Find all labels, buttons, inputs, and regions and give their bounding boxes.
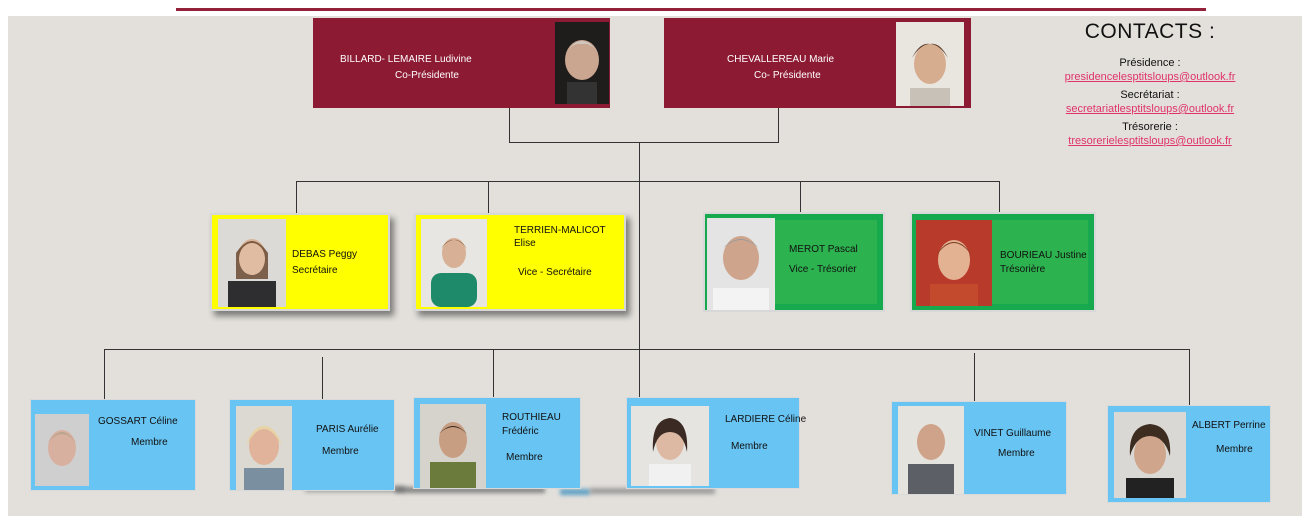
member-card: PARIS Aurélie Membre	[229, 399, 395, 491]
connector	[639, 142, 640, 406]
person-first-name: Elise	[514, 238, 536, 249]
shadow	[590, 488, 715, 494]
contact-label: Trésorerie :	[1122, 121, 1178, 133]
person-photo	[916, 220, 992, 306]
person-name: ALBERT Perrine	[1192, 420, 1266, 431]
officer-card: TERRIEN-MALICOT Elise Vice - Secrétaire	[414, 213, 626, 311]
person-role: Membre	[998, 448, 1035, 459]
person-role: Membre	[506, 452, 543, 463]
connector	[800, 181, 801, 213]
officer-card: DEBAS Peggy Secrétaire	[210, 213, 390, 311]
officer-card: MEROT Pascal Vice - Trésorier	[703, 212, 885, 312]
contact-label: Secrétariat :	[1120, 89, 1180, 101]
person-name: TERRIEN-MALICOT	[514, 225, 606, 236]
top-accent-bar	[176, 8, 1206, 11]
person-name: GOSSART Céline	[98, 416, 178, 427]
person-name: LARDIERE Céline	[725, 414, 807, 425]
person-name: BILLARD- LEMAIRE Ludivine	[340, 54, 472, 65]
person-name: BOURIEAU Justine	[1000, 250, 1087, 261]
connector	[778, 108, 779, 142]
contact-email-link[interactable]: secretariatlesptitsloups@outlook.fr	[1065, 103, 1235, 115]
person-photo	[236, 406, 292, 490]
person-role: Vice - Trésorier	[789, 264, 857, 275]
member-card: ROUTHIEAU Frédéric Membre	[413, 397, 581, 489]
person-role: Membre	[731, 441, 768, 452]
person-name: VINET Guillaume	[974, 428, 1052, 439]
connector	[104, 349, 1190, 350]
contact-label: Présidence :	[1119, 57, 1181, 69]
person-role: Membre	[322, 446, 359, 457]
person-name: PARIS Aurélie	[316, 424, 379, 435]
connector	[296, 181, 1000, 182]
person-photo	[555, 22, 609, 104]
person-role: Trésorière	[1000, 264, 1046, 275]
person-photo	[898, 406, 964, 494]
member-card: VINET Guillaume Membre	[891, 401, 1067, 495]
person-photo	[421, 219, 487, 307]
person-role: Co- Présidente	[754, 70, 821, 81]
person-role: Co-Présidente	[395, 70, 459, 81]
person-photo	[218, 219, 286, 307]
connector	[488, 181, 489, 213]
connector	[493, 349, 494, 397]
person-photo	[631, 406, 709, 486]
person-name: MEROT Pascal	[789, 244, 858, 255]
person-photo	[420, 404, 486, 488]
member-card: LARDIERE Céline Membre	[626, 397, 806, 489]
person-role: Secrétaire	[292, 265, 338, 276]
shadow	[560, 489, 590, 495]
person-photo	[35, 414, 89, 486]
member-card: ALBERT Perrine Membre	[1107, 405, 1271, 503]
member-card: GOSSART Céline Membre	[30, 399, 196, 491]
person-first-name: Frédéric	[502, 426, 539, 437]
connector	[322, 357, 323, 399]
person-photo	[896, 22, 964, 106]
connector	[296, 181, 297, 213]
officer-card: BOURIEAU Justine Trésorière	[910, 212, 1096, 312]
contacts-panel: CONTACTS : Présidence : presidencelespti…	[1040, 20, 1260, 152]
connector	[509, 108, 510, 142]
connector	[509, 142, 779, 143]
person-name: CHEVALLEREAU Marie	[727, 54, 835, 65]
connector	[974, 353, 975, 401]
person-photo	[1114, 412, 1186, 498]
shadow	[395, 487, 545, 493]
person-role: Membre	[131, 437, 168, 448]
person-role: Membre	[1216, 444, 1253, 455]
person-role: Vice - Secrétaire	[518, 267, 592, 278]
president-card: BILLARD- LEMAIRE Ludivine Co-Présidente	[313, 18, 610, 108]
connector	[999, 181, 1000, 213]
contacts-title: CONTACTS :	[1084, 20, 1216, 43]
person-name: ROUTHIEAU	[502, 412, 561, 423]
connector	[1189, 349, 1190, 405]
contact-email-link[interactable]: presidencelesptitsloups@outlook.fr	[1064, 71, 1236, 83]
president-card: CHEVALLEREAU Marie Co- Présidente	[664, 18, 971, 108]
person-name: DEBAS Peggy	[292, 249, 358, 260]
person-photo	[707, 218, 775, 310]
contact-email-link[interactable]: tresorerielesptitsloups@outlook.fr	[1068, 135, 1232, 147]
connector	[104, 349, 105, 399]
